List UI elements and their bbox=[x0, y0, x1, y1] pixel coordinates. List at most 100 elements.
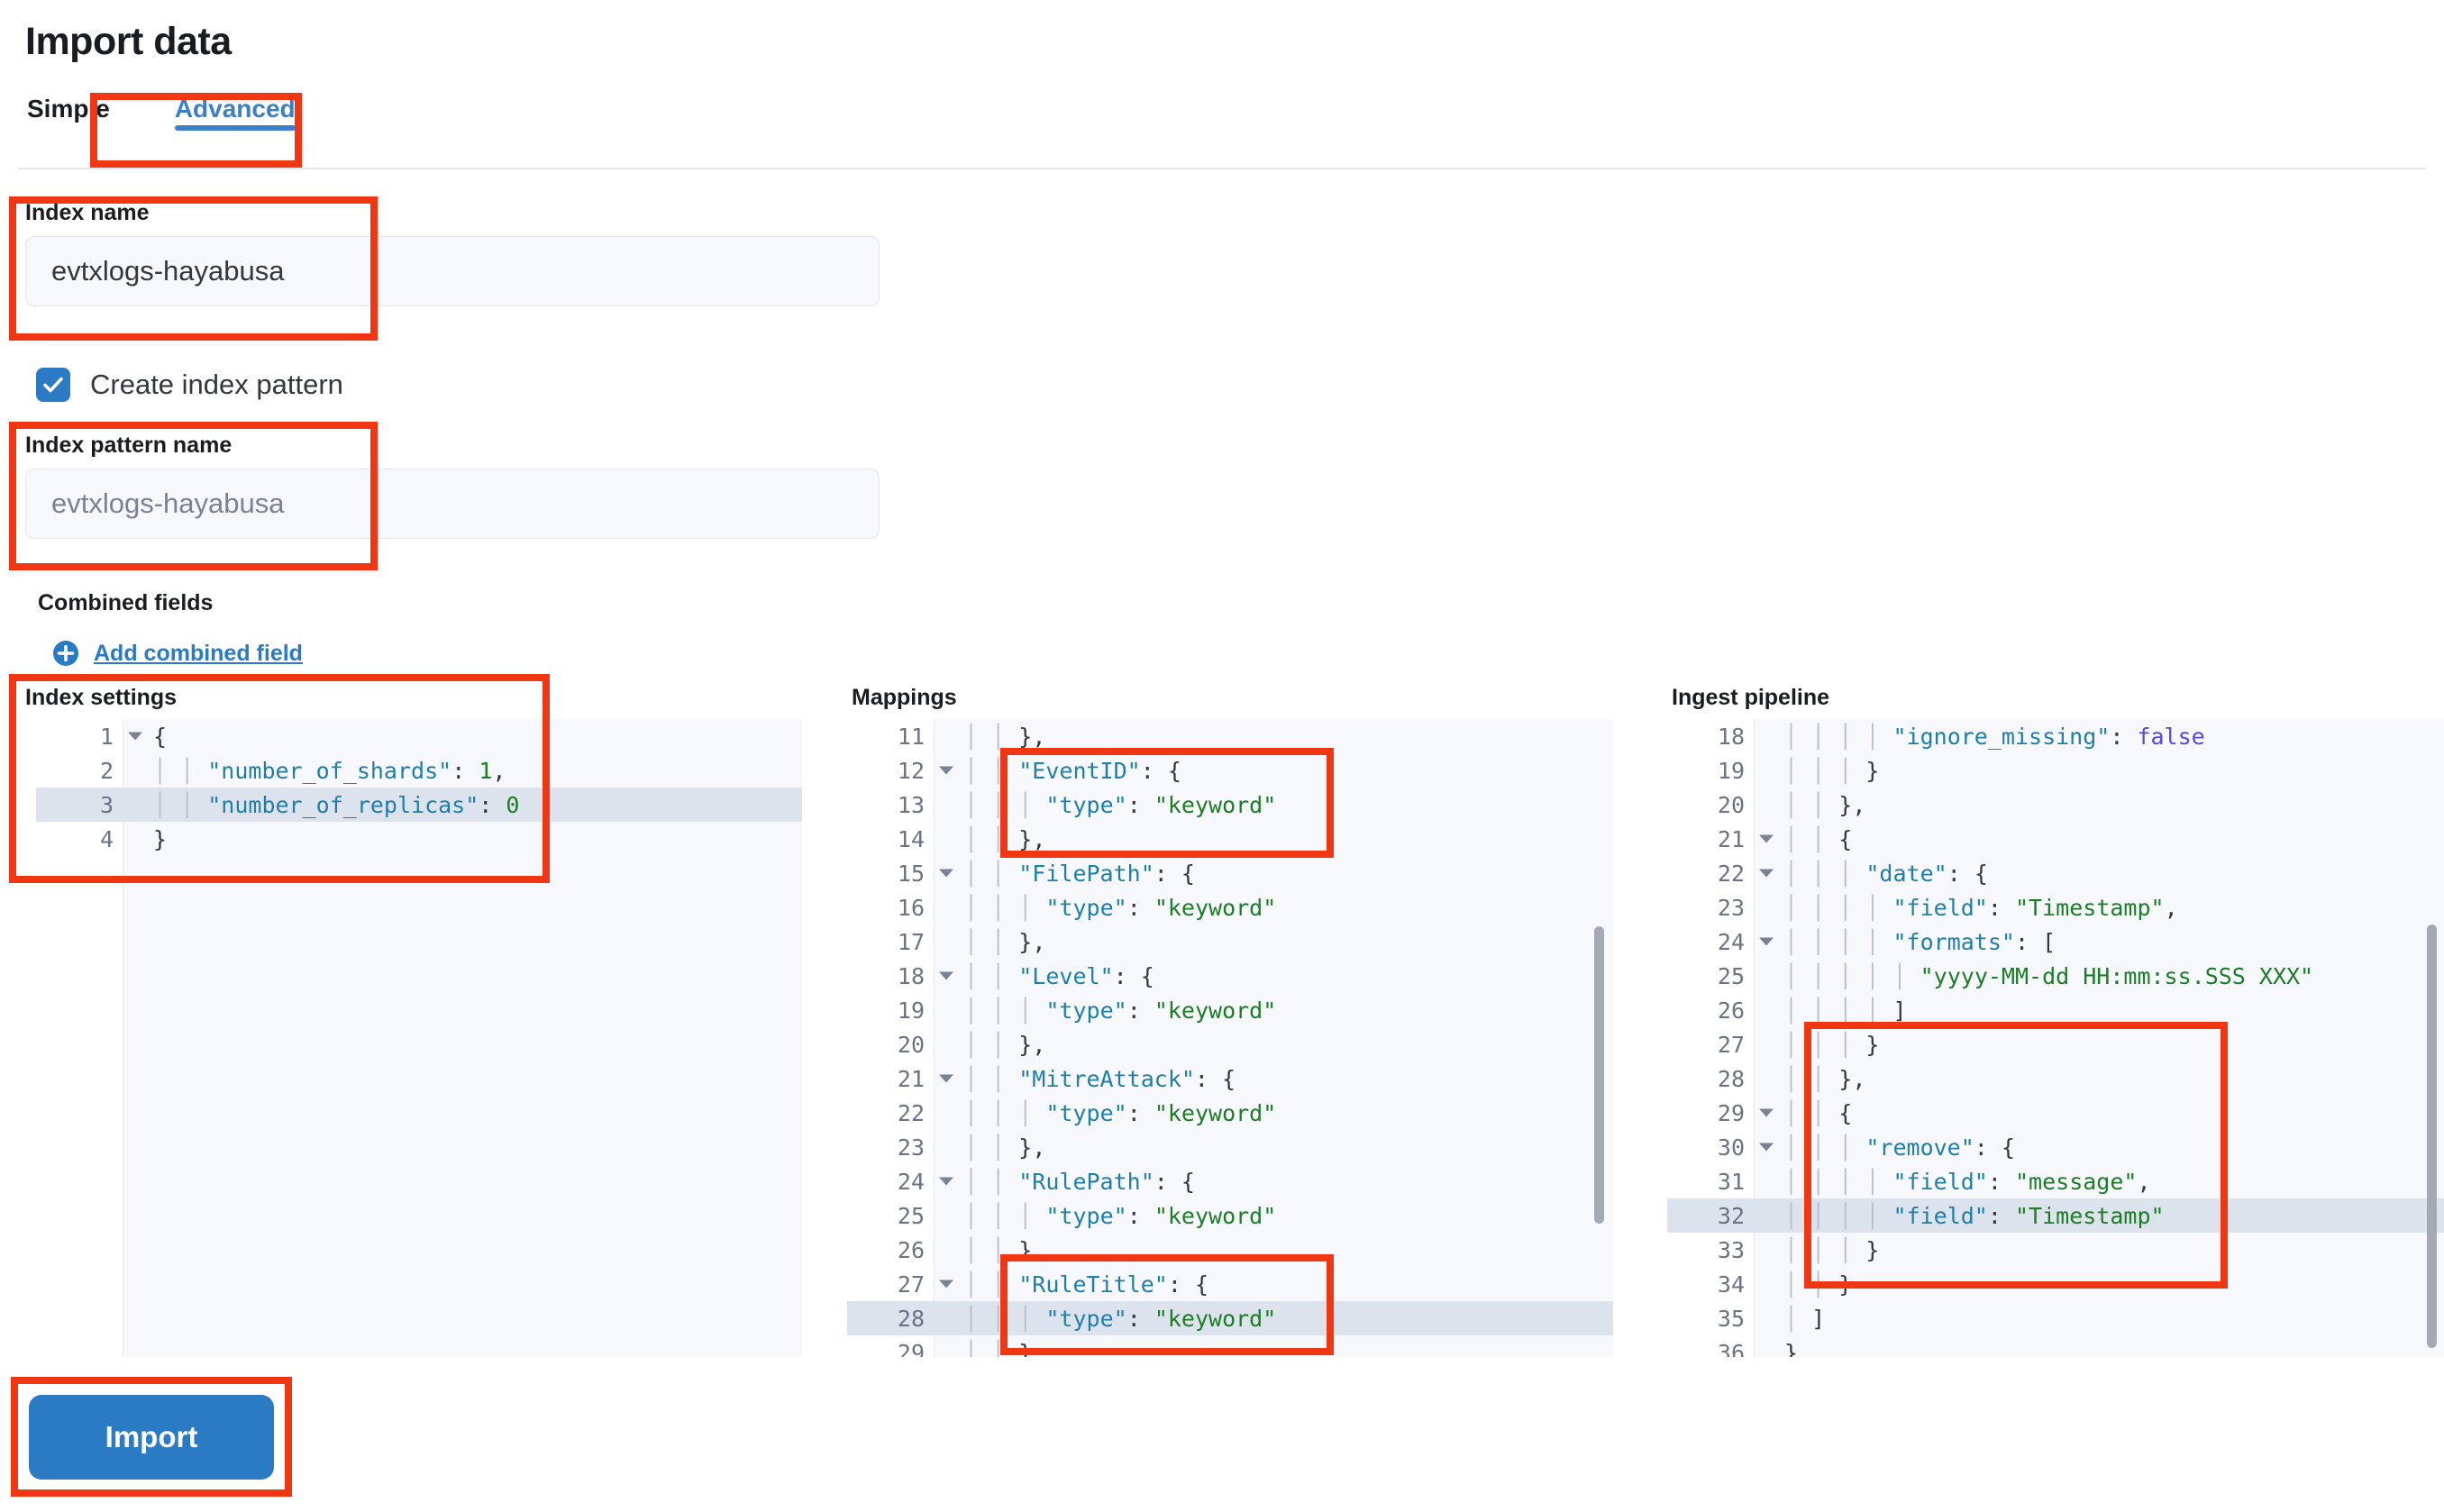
code-text: │ │ │ "type": "keyword" bbox=[964, 1305, 1277, 1332]
code-text: } bbox=[153, 825, 168, 852]
code-line[interactable]: 4} bbox=[36, 822, 802, 856]
mappings-scrollbar[interactable] bbox=[1594, 926, 1604, 1224]
code-line[interactable]: 13│ │ │ "type": "keyword" bbox=[847, 788, 1613, 822]
fold-arrow-icon[interactable] bbox=[1759, 869, 1774, 878]
code-line[interactable]: 20│ │ }, bbox=[847, 1027, 1613, 1061]
code-line[interactable]: 24│ │ "RulePath": { bbox=[847, 1164, 1613, 1198]
code-text: │ │ }, bbox=[964, 1339, 1046, 1358]
code-line[interactable]: 23│ │ }, bbox=[847, 1130, 1613, 1164]
code-line[interactable]: 3│ │ "number_of_replicas": 0 bbox=[36, 788, 802, 822]
code-text: │ │ │ "date": { bbox=[1784, 860, 1988, 887]
code-line[interactable]: 26│ │ }, bbox=[847, 1233, 1613, 1267]
add-combined-field-link[interactable]: Add combined field bbox=[52, 640, 303, 667]
code-line[interactable]: 22│ │ │ "date": { bbox=[1667, 856, 2444, 890]
code-text: │ │ } bbox=[1784, 1271, 1853, 1298]
index-settings-title: Index settings bbox=[25, 685, 178, 710]
line-number: 19 bbox=[847, 997, 934, 1024]
fold-arrow-icon[interactable] bbox=[128, 732, 142, 741]
code-line[interactable]: 16│ │ │ "type": "keyword" bbox=[847, 890, 1613, 925]
code-text: │ │ }, bbox=[1784, 1065, 1866, 1092]
fold-arrow-icon[interactable] bbox=[939, 1280, 953, 1289]
code-line[interactable]: 21│ │ { bbox=[1667, 822, 2444, 856]
line-number: 21 bbox=[847, 1065, 953, 1092]
code-line[interactable]: 21│ │ "MitreAttack": { bbox=[847, 1061, 1613, 1096]
index-settings-editor[interactable]: 1{2│ │ "number_of_shards": 1,3│ │ "numbe… bbox=[36, 719, 802, 1357]
fold-arrow-icon[interactable] bbox=[939, 1177, 953, 1186]
code-line[interactable]: 11│ │ }, bbox=[847, 719, 1613, 753]
code-line[interactable]: 31│ │ │ │ "field": "message", bbox=[1667, 1164, 2444, 1198]
code-line[interactable]: 25 │ │ │ "type": "keyword" bbox=[847, 1198, 1613, 1233]
code-line[interactable]: 27│ │ │ } bbox=[1667, 1027, 2444, 1061]
code-line[interactable]: 19│ │ │ } bbox=[1667, 753, 2444, 788]
line-number: 27 bbox=[847, 1271, 953, 1298]
code-line[interactable]: 34│ │ } bbox=[1667, 1267, 2444, 1301]
fold-arrow-icon[interactable] bbox=[939, 869, 953, 878]
fold-arrow-icon[interactable] bbox=[939, 971, 953, 980]
ingest-pipeline-title: Ingest pipeline bbox=[1672, 685, 1830, 710]
code-line[interactable]: 30│ │ │ "remove": { bbox=[1667, 1130, 2444, 1164]
fold-arrow-icon[interactable] bbox=[1759, 834, 1774, 843]
code-text: │ │ │ │ "formats": [ bbox=[1784, 928, 2056, 955]
code-line[interactable]: 1{ bbox=[36, 719, 802, 753]
code-line[interactable]: 29│ │ { bbox=[1667, 1096, 2444, 1130]
line-number: 23 bbox=[847, 1134, 934, 1161]
line-number: 19 bbox=[1667, 757, 1754, 784]
fold-arrow-icon[interactable] bbox=[1759, 1143, 1774, 1152]
code-text: │ │ │ "type": "keyword" bbox=[964, 1202, 1277, 1229]
fold-arrow-icon[interactable] bbox=[939, 1074, 953, 1083]
tab-advanced[interactable]: Advanced bbox=[141, 95, 330, 143]
code-line[interactable]: 36} bbox=[1667, 1335, 2444, 1357]
code-line[interactable]: 28 │ │ }, bbox=[1667, 1061, 2444, 1096]
line-number: 28 bbox=[1667, 1065, 1754, 1092]
code-line[interactable]: 27│ │ "RuleTitle": { bbox=[847, 1267, 1613, 1301]
tab-simple[interactable]: Simple bbox=[27, 95, 110, 123]
line-number: 16 bbox=[847, 894, 934, 921]
index-name-input[interactable]: evtxlogs-hayabusa bbox=[25, 236, 880, 306]
code-line[interactable]: 14│ │ }, bbox=[847, 822, 1613, 856]
create-index-pattern-row[interactable]: Create index pattern bbox=[36, 368, 343, 402]
tab-bar: Simple Advanced bbox=[27, 95, 330, 143]
code-line[interactable]: 22│ │ │ "type": "keyword" bbox=[847, 1096, 1613, 1130]
code-line[interactable]: 35│ ] bbox=[1667, 1301, 2444, 1335]
code-line[interactable]: 26│ │ │ │ ] bbox=[1667, 993, 2444, 1027]
code-line[interactable]: 18│ │ "Level": { bbox=[847, 959, 1613, 993]
code-line[interactable]: 25│ │ │ │ │ "yyyy-MM-dd HH:mm:ss.SSS XXX… bbox=[1667, 959, 2444, 993]
create-index-pattern-checkbox[interactable] bbox=[36, 368, 70, 402]
fold-arrow-icon[interactable] bbox=[1759, 1108, 1774, 1117]
code-line[interactable]: 32│ │ │ │ "field": "Timestamp" bbox=[1667, 1198, 2444, 1233]
code-line[interactable]: 2│ │ "number_of_shards": 1, bbox=[36, 753, 802, 788]
index-pattern-name-input[interactable]: evtxlogs-hayabusa bbox=[25, 469, 880, 539]
line-number: 2 bbox=[36, 757, 123, 784]
index-name-label: Index name bbox=[25, 200, 150, 225]
line-number: 20 bbox=[847, 1031, 934, 1058]
code-line[interactable]: 18│ │ │ │ "ignore_missing": false bbox=[1667, 719, 2444, 753]
code-line[interactable]: 29│ │ }, bbox=[847, 1335, 1613, 1357]
fold-arrow-icon[interactable] bbox=[939, 766, 953, 775]
line-number: 13 bbox=[847, 791, 934, 818]
line-number: 4 bbox=[36, 825, 123, 852]
code-line[interactable]: 24│ │ │ │ "formats": [ bbox=[1667, 925, 2444, 959]
line-number: 3 bbox=[36, 791, 123, 818]
code-line[interactable]: 33│ │ │ } bbox=[1667, 1233, 2444, 1267]
mappings-editor[interactable]: 11│ │ },12│ │ "EventID": {13│ │ │ "type"… bbox=[847, 719, 1613, 1357]
page-title: Import data bbox=[25, 20, 232, 63]
code-line[interactable]: 15│ │ "FilePath": { bbox=[847, 856, 1613, 890]
line-number: 33 bbox=[1667, 1236, 1754, 1263]
line-number: 25 bbox=[847, 1202, 934, 1229]
code-line[interactable]: 17│ │ }, bbox=[847, 925, 1613, 959]
code-line[interactable]: 20│ │ }, bbox=[1667, 788, 2444, 822]
code-line[interactable]: 19│ │ │ "type": "keyword" bbox=[847, 993, 1613, 1027]
tab-divider bbox=[18, 168, 2426, 169]
code-line[interactable]: 28│ │ │ "type": "keyword" bbox=[847, 1301, 1613, 1335]
line-number: 14 bbox=[847, 825, 934, 852]
code-line[interactable]: 23│ │ │ │ "field": "Timestamp", bbox=[1667, 890, 2444, 925]
ingest-pipeline-scrollbar[interactable] bbox=[2427, 925, 2437, 1348]
code-line[interactable]: 12│ │ "EventID": { bbox=[847, 753, 1613, 788]
code-text: │ │ }, bbox=[1784, 791, 1866, 818]
code-text: │ │ }, bbox=[964, 1236, 1046, 1263]
line-number: 18 bbox=[847, 962, 953, 989]
index-settings-gutter bbox=[36, 719, 123, 1357]
import-button[interactable]: Import bbox=[29, 1395, 274, 1480]
fold-arrow-icon[interactable] bbox=[1759, 937, 1774, 946]
